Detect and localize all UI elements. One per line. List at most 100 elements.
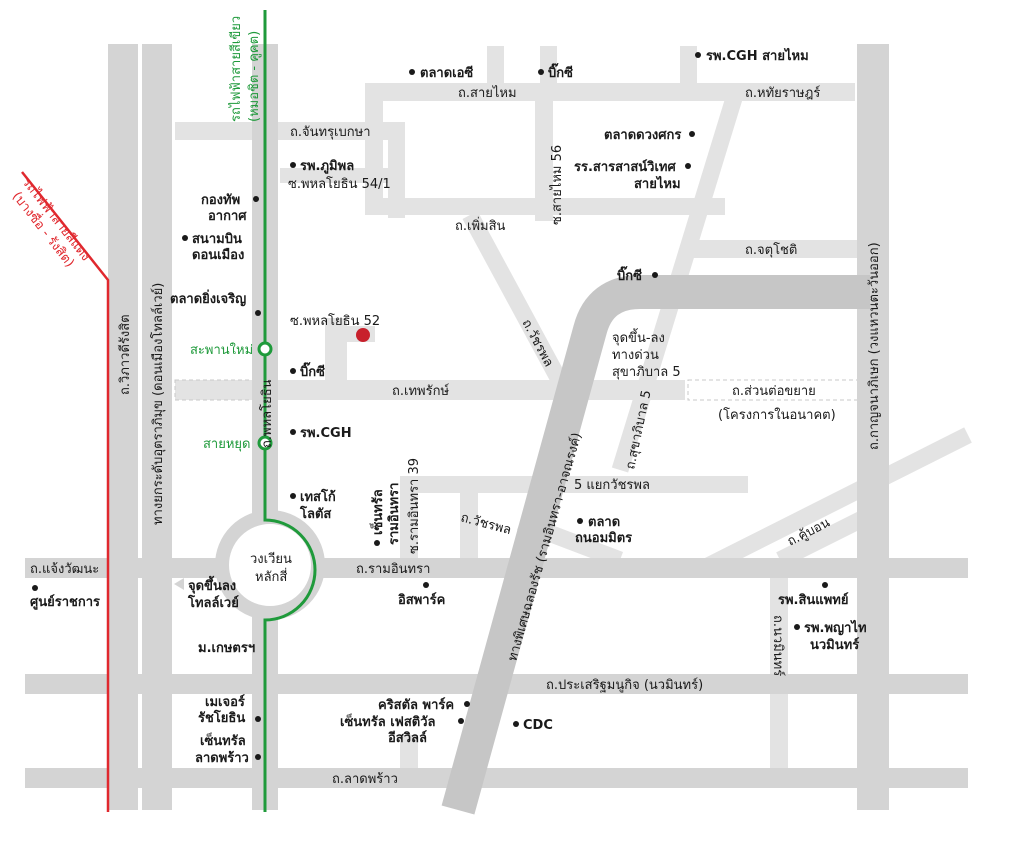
road-label-extension-note: (โครงการในอนาคต) <box>718 407 836 423</box>
road-ram-inthra-stub <box>460 493 478 558</box>
road-5-intersection <box>400 476 748 493</box>
poi-dot <box>689 131 695 137</box>
poi-central-lp-2: ลาดพร้าว <box>195 750 249 766</box>
road-chanthrubeksa <box>175 122 405 140</box>
poi-lotus-2: โลตัส <box>299 505 331 522</box>
poi-dot <box>253 196 259 202</box>
poi-cgh: รพ.CGH <box>300 426 352 441</box>
road-label-phahonyothin: ถ.พหลโยธิน <box>259 379 275 448</box>
poi-dot <box>464 701 470 707</box>
road-label-kanchanaphisek: ถ.กาญจนาภิเษก (วงแหวนตะวันออก) <box>867 242 882 450</box>
poi-cfe-1: เซ็นทรัล เฟสติวัล <box>340 712 436 730</box>
road-phahon-52 <box>325 318 347 380</box>
road-lat-phrao-side <box>400 735 418 770</box>
poi-dot <box>685 163 691 169</box>
green-line-track <box>263 10 317 812</box>
poi-dmk-1: สนามบิน <box>192 232 242 247</box>
road-talad-ac <box>487 46 504 86</box>
poi-dot <box>32 585 38 591</box>
red-line-track <box>21 171 110 812</box>
ramp-sukhaphiban5-1: จุดขึ้น-ลง <box>612 328 665 346</box>
poi-dot <box>794 624 800 630</box>
poi-talad-1: ตลาด <box>588 515 620 530</box>
poi-dot <box>255 754 261 760</box>
target-label: ซ.พหลโยธิน 52 <box>290 313 380 329</box>
road-label-soi-ram-39: ซ.รามอินทรา 39 <box>407 458 422 554</box>
poi-central-ram-1: เซ็นทรัล <box>368 489 386 535</box>
road-label-lat-phrao: ถ.ลาดพร้าว <box>332 772 398 787</box>
ramp-sukhaphiban5-2: ทางด่วน <box>612 348 659 363</box>
poi-lotus-1: เทสโก้ <box>300 488 336 505</box>
poi-dot <box>513 721 519 727</box>
poi-bhumibol: รพ.ภูมิพล <box>300 159 354 174</box>
poi-phyathai-2: นวมินทร์ <box>810 637 859 653</box>
target-location-marker <box>356 328 370 342</box>
poi-dot <box>423 582 429 588</box>
green-line-label: รถไฟฟ้าสายสีเขียว <box>228 16 244 122</box>
poi-dot <box>409 69 415 75</box>
poi-talad-ac: ตลาดเอซี <box>420 65 473 81</box>
poi-dot <box>695 52 701 58</box>
road-khu-bon-2 <box>776 507 874 568</box>
road-label-chatuchot: ถ.จตุโชติ <box>745 242 797 258</box>
road-label-chaeng-watthana: ถ.แจ้งวัฒนะ <box>30 562 99 577</box>
tollway-ramp-arrow <box>174 578 184 590</box>
road-label-phoem-sin: ถ.เพิ่มสิน <box>455 217 506 234</box>
saphan-mai-station-marker <box>257 341 273 357</box>
road-label-sai-mai-56: ซ.สายไหม 56 <box>549 145 565 225</box>
poi-dot <box>458 718 464 724</box>
poi-dot <box>290 493 296 499</box>
poi-big-c-1: บิ๊กซี <box>548 63 573 81</box>
poi-talad-duangsakorn: ตลาดดวงศกร <box>604 128 681 143</box>
poi-tollway-ramp-1: จุดขึ้นลง <box>188 575 236 594</box>
poi-sinphat: รพ.สินแพทย์ <box>778 592 848 608</box>
road-label-ram-inthra: ถ.รามอินทรา <box>356 562 430 577</box>
poi-cdc: CDC <box>523 718 553 733</box>
circle-label-1: วงเวียน <box>250 551 292 567</box>
poi-dot <box>577 518 583 524</box>
road-sai-mai-56 <box>535 101 553 221</box>
poi-major-1: เมเจอร์ <box>205 694 245 710</box>
poi-dot <box>290 368 296 374</box>
road-lat-phrao <box>25 768 968 788</box>
road-label-prasert-manukit: ถ.ประเสริฐมนูกิจ (นวมินทร์) <box>546 677 703 693</box>
green-line-sub: (หมอชิต - คูคต) <box>247 31 262 122</box>
road-soi-ram-39 <box>400 476 418 558</box>
road-label-5-intersection: 5 แยกวัชรพล <box>574 478 650 493</box>
road-label-thep-rak: ถ.เทพรักษ์ <box>392 383 449 399</box>
poi-rtaf-2: อากาศ <box>208 209 247 224</box>
road-label-phahon-54-1: ซ.พหลโยธิน 54/1 <box>288 176 391 192</box>
poi-rtaf-1: กองทัพ <box>201 193 240 208</box>
road-label-tollway: ทางยกระดับอุตราภิมุข (ดอนเมืองโทลล์เวย์) <box>150 283 166 525</box>
poi-dot <box>374 540 380 546</box>
poi-big-c-2: บิ๊กซี <box>617 266 642 284</box>
poi-phyathai-1: รพ.พญาไท <box>804 619 867 636</box>
poi-cfe-2: อีสวิลล์ <box>388 730 427 746</box>
poi-central-lp-1: เซ็นทรัล <box>200 731 246 749</box>
station-saphan-mai: สะพานใหม่ <box>190 342 253 358</box>
road-khu-bon <box>696 427 972 578</box>
poi-dot <box>182 235 188 241</box>
poi-crystal: คริสตัล พาร์ค <box>378 697 454 713</box>
diagonal-roads <box>462 92 972 578</box>
road-label-hathairat: ถ.หทัยราษฎร์ <box>745 85 820 101</box>
poi-yingcharoen: ตลาดยิ่งเจริญ <box>170 289 246 307</box>
sai-yud-station-marker <box>257 435 273 451</box>
road-bigc-top <box>540 46 557 86</box>
major-roads <box>25 44 968 810</box>
road-chaeng-watthana <box>25 558 968 578</box>
poi-dot <box>255 310 261 316</box>
poi-school-2: สายไหม <box>634 175 681 192</box>
poi-dots <box>32 52 828 760</box>
poi-central-ram-2: รามอินทรา <box>387 483 402 545</box>
poi-kasetsart: ม.เกษตรฯ <box>198 641 255 656</box>
expressway-chalong-rat <box>441 275 870 815</box>
road-nawamin <box>770 558 788 768</box>
ramp-sukhaphiban5-3: สุขาภิบาล 5 <box>612 365 681 380</box>
poi-talad-2: ถนอมมิตร <box>575 531 632 546</box>
road-chatuchot <box>690 240 870 258</box>
road-phoem-sin-vert <box>365 83 383 215</box>
road-vibhavadi <box>108 44 138 810</box>
poi-dot <box>538 69 544 75</box>
